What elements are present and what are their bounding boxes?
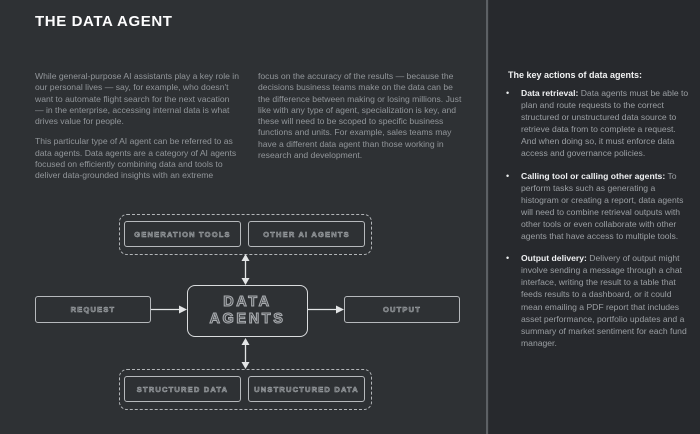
bullet-icon: [506, 170, 521, 243]
list-item-lead: Calling tool or calling other agents:: [521, 170, 666, 181]
node-generation-tools: GENERATION TOOLS: [124, 221, 241, 247]
node-output: OUTPUT: [344, 296, 460, 323]
key-actions-panel: [489, 0, 700, 434]
arrow-request-to-data-agents: [151, 305, 187, 314]
intro-column-2: focus on the accuracy of the results — b…: [258, 71, 465, 170]
node-label: REQUEST: [70, 305, 116, 315]
arrow-tools-agents-bidirectional: [241, 254, 250, 285]
intro-paragraph: While general-purpose AI assistants play…: [35, 71, 239, 127]
node-other-ai-agents: OTHER AI AGENTS: [248, 221, 365, 247]
arrow-data-sources-bidirectional: [241, 338, 250, 369]
vertical-divider: [486, 0, 488, 434]
key-actions-list: Data retrieval: Data agents must be able…: [506, 87, 692, 359]
bullet-icon: [506, 252, 521, 349]
arrow-data-agents-to-output: [308, 305, 344, 314]
node-unstructured-data: UNSTRUCTURED DATA: [248, 376, 365, 402]
data-sources-group: [119, 369, 372, 410]
list-item-text: Data retrieval: Data agents must be able…: [521, 87, 692, 160]
list-item: Data retrieval: Data agents must be able…: [506, 87, 692, 160]
list-item: Calling tool or calling other agents: To…: [506, 170, 692, 243]
intro-paragraph: This particular type of AI agent can be …: [35, 136, 237, 181]
intro-paragraph: focus on the accuracy of the results — b…: [258, 71, 462, 161]
intro-column-1: While general-purpose AI assistants play…: [35, 71, 239, 191]
node-label: GENERATION TOOLS: [134, 229, 231, 239]
node-request: REQUEST: [35, 296, 151, 323]
node-label: UNSTRUCTURED DATA: [254, 384, 359, 394]
node-data-agents: DATA AGENTS: [187, 285, 308, 337]
list-item-lead: Data retrieval:: [521, 88, 579, 98]
list-item-text: Output delivery: Delivery of output migh…: [521, 252, 692, 349]
list-item-text: Calling tool or calling other agents: To…: [521, 170, 692, 243]
key-actions-heading: The key actions of data agents:: [508, 70, 643, 80]
list-item-body: Data agents must be able to plan and rou…: [521, 88, 689, 159]
bullet-icon: [506, 87, 521, 160]
node-label: STRUCTURED DATA: [136, 384, 229, 394]
node-structured-data: STRUCTURED DATA: [124, 376, 241, 402]
list-item-body: To perform tasks such as generating a hi…: [521, 170, 684, 242]
list-item: Output delivery: Delivery of output migh…: [506, 252, 692, 349]
list-item-body: Delivery of output might involve sending…: [521, 253, 687, 348]
list-item-lead: Output delivery:: [521, 253, 587, 264]
page-title: THE DATA AGENT: [35, 13, 173, 30]
node-label: OUTPUT: [382, 305, 422, 315]
node-label: OTHER AI AGENTS: [263, 229, 350, 239]
node-label: DATA AGENTS: [209, 293, 286, 328]
